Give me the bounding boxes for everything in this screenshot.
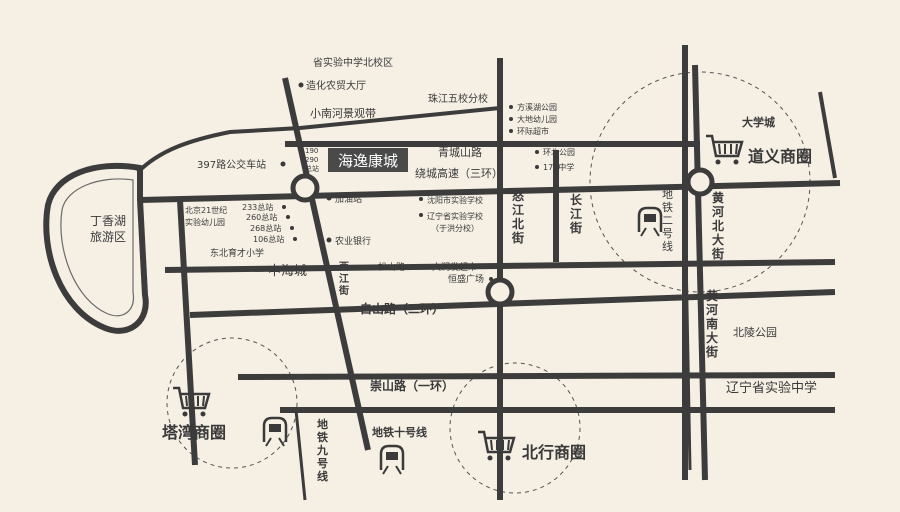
poi-dot-icon xyxy=(509,105,513,109)
poi-bus260: 260总站 xyxy=(246,212,277,222)
xijiang-street xyxy=(282,77,371,451)
poi-sy-exp: 沈阳市实验学校 xyxy=(427,195,483,205)
project-label-bg xyxy=(328,148,408,172)
poi-dot-icon xyxy=(293,237,297,241)
bus-top-3: 总站 xyxy=(305,164,319,173)
cart-icon xyxy=(706,134,744,165)
xiaonanhe-river xyxy=(136,106,501,174)
poi-gas: 加油站 xyxy=(335,193,362,205)
poi-dot-icon xyxy=(509,117,513,121)
poi-beijing21-2: 实验幼儿园 xyxy=(185,217,225,227)
poi-dot-icon xyxy=(326,237,332,243)
metro-train-icon xyxy=(262,416,288,447)
metro2-label: 地铁二号线 xyxy=(662,188,673,253)
poi-zaohua: 造化农贸大厅 xyxy=(306,79,366,92)
poi-hengsheng: 恒盛广场 xyxy=(448,273,484,285)
poi-bus397: 397路公交车站 xyxy=(197,158,266,171)
poi-ln-exp: 辽宁省实验学校 xyxy=(427,211,483,221)
chongshan-road xyxy=(237,372,836,380)
west-street xyxy=(177,199,198,466)
huanghe-north-label: 黄河北大街 xyxy=(711,190,724,261)
huanghe-street-east xyxy=(692,64,708,481)
poi-beiling: 北陵公园 xyxy=(733,326,777,339)
poi-school-north: 省实验中学北校区 xyxy=(313,56,393,69)
beixing-zone-circle xyxy=(449,362,581,494)
poi-dot-icon xyxy=(535,165,539,169)
poi-dot-icon xyxy=(290,226,294,230)
poi-bus106: 106总站 xyxy=(253,234,284,244)
poi-dot-icon xyxy=(282,205,286,209)
lake-inner-outline xyxy=(60,178,135,317)
poi-dot-icon xyxy=(286,215,290,219)
baishan-road xyxy=(189,289,836,318)
xijiang-label: 西江街 xyxy=(338,261,349,297)
qingchengshan-label: 青城山路 xyxy=(438,146,482,159)
poi-ln-exp-sub: （于洪分校） xyxy=(431,223,479,233)
poi-dot-icon xyxy=(509,129,513,133)
northeast-road xyxy=(818,91,837,179)
shopping-tawan: 塔湾商圈 xyxy=(162,423,226,442)
raocheng-road xyxy=(139,180,841,203)
chongshan-label: 崇山路（一环） xyxy=(370,378,454,393)
poi-dongbei: 东北育才小学 xyxy=(210,247,264,259)
poi-dot-icon xyxy=(419,213,423,217)
poi-dot-icon xyxy=(419,197,423,201)
roundabout-icon xyxy=(685,167,715,197)
poi-darunfa: 大润发超市 xyxy=(432,261,477,273)
nujiang-label: 怒江北街 xyxy=(511,188,525,245)
songshan-label: 松山路 xyxy=(378,261,405,273)
poi-xiaonanhe: 小南河景观带 xyxy=(310,107,376,120)
project-name: 海逸康城 xyxy=(338,152,398,170)
bus-top-2: 290 xyxy=(305,156,318,164)
shopping-beixing: 北行商圈 xyxy=(522,443,586,462)
lake-area-outline xyxy=(43,162,149,334)
metro-train-icon xyxy=(379,444,405,475)
poi-dadi: 大地幼儿园 xyxy=(517,114,557,124)
roundabout-icon xyxy=(485,277,515,307)
poi-dot-icon xyxy=(326,195,332,201)
cart-icon xyxy=(478,430,516,461)
poi-bus268: 268总站 xyxy=(250,223,281,233)
bus-top-1: 190 xyxy=(305,147,318,155)
metro2-line xyxy=(683,199,692,471)
raocheng-label: 绕城高速（三环） xyxy=(415,166,503,180)
baishan-label: 白山路（二环） xyxy=(360,301,444,316)
poi-dot-icon xyxy=(280,161,286,167)
shopping-daoyi: 道义商圈 xyxy=(748,147,812,166)
roundabout-icon xyxy=(290,173,320,203)
poi-agri-bank: 农业银行 xyxy=(335,235,371,247)
lake-label-2: 旅游区 xyxy=(90,230,126,244)
lake-label-1: 丁香湖 xyxy=(90,213,126,228)
changjiang-label: 长江街 xyxy=(569,192,583,235)
poi-bus233: 233总站 xyxy=(242,202,273,212)
poi-dot-icon xyxy=(489,265,493,269)
poi-ln-exp-middle: 辽宁省实验中学 xyxy=(726,380,817,396)
poi-dot-icon xyxy=(489,277,493,281)
metro10-label: 地铁十号线 xyxy=(372,425,427,439)
poi-fangxihu: 方溪湖公园 xyxy=(517,102,557,112)
metro-train-icon xyxy=(637,206,663,237)
poi-dot-icon xyxy=(535,150,539,154)
zhonghaicheng-label: 中海城 xyxy=(268,264,307,279)
metro9-line xyxy=(294,409,307,501)
metro9-label: 地铁九号线 xyxy=(316,417,328,483)
poi-dot-icon xyxy=(178,207,182,211)
cart-icon xyxy=(173,386,211,417)
poi-daxuecheng: 大学城 xyxy=(742,115,775,129)
poi-beijing21-1: 北京21世纪 xyxy=(185,205,227,215)
poi-170: 170中学 xyxy=(543,162,574,172)
poi-zhujiang: 珠江五校分校 xyxy=(428,92,488,105)
poi-huanbei: 环北公园 xyxy=(543,148,575,157)
poi-dot-icon xyxy=(298,82,304,88)
tawan-zone-circle xyxy=(166,337,298,469)
poi-huanji: 环际超市 xyxy=(517,126,549,136)
huanghe-south-label: 黄河南大街 xyxy=(705,288,718,359)
